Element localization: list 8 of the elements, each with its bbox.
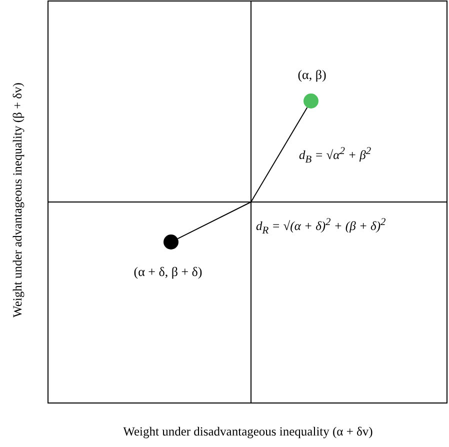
axis-title: Weight under advantageous inequality (β + δv) bbox=[10, 82, 26, 318]
axis-title: Weight under disadvantageous inequality (α + δv) bbox=[123, 424, 373, 440]
data-point bbox=[304, 94, 318, 108]
connector-line bbox=[250, 106, 308, 202]
connector-line bbox=[177, 202, 252, 240]
point-label: (α + δ, β + δ) bbox=[134, 264, 202, 280]
data-point bbox=[164, 234, 178, 250]
point-label: (α, β) bbox=[298, 67, 326, 83]
